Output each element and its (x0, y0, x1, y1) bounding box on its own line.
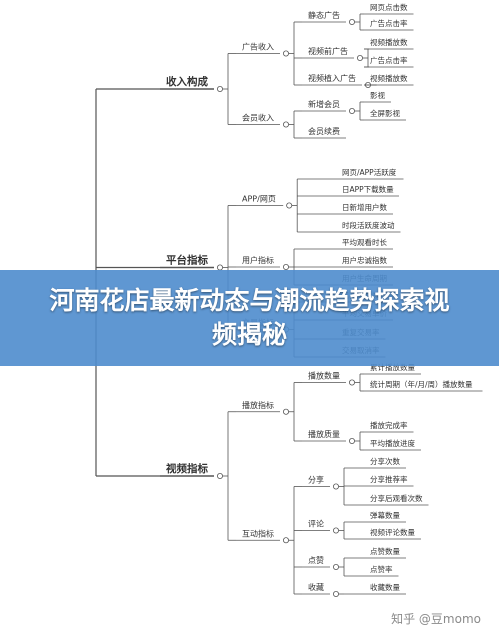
node-label: 广告收入 (242, 42, 274, 52)
node-label: 分享后观看次数 (370, 493, 423, 503)
node-label: 会员收入 (242, 113, 274, 123)
node-label: 用户指标 (242, 255, 274, 265)
node-label: 视频前广告 (308, 46, 348, 56)
node-label: 时段活跃度波动 (342, 220, 395, 230)
node-label: 点赞率 (370, 564, 393, 574)
node-label: 点赞 (308, 555, 324, 565)
node-label: 播放指标 (242, 400, 274, 410)
node-label: 视频植入广告 (308, 73, 356, 83)
node-label: 播放质量 (308, 429, 340, 439)
node-label: 影视 (370, 90, 385, 100)
node-label: 播放完成率 (370, 420, 408, 430)
node-label: 平均观看时长 (342, 237, 387, 247)
node-label: APP/网页 (242, 195, 276, 204)
node-label: 分享推荐率 (370, 474, 408, 484)
node-label: 统计周期（年/月/周）播放数量 (370, 379, 473, 389)
node-label: 广告点击率 (370, 18, 408, 28)
node-label: 静态广告 (308, 10, 340, 20)
collapse-circle-icon[interactable] (282, 263, 289, 270)
collapse-circle-icon[interactable] (348, 108, 355, 115)
collapse-circle-icon[interactable] (356, 55, 363, 62)
collapse-circle-icon[interactable] (216, 86, 223, 93)
node-label: 日APP下载数量 (342, 184, 394, 194)
node-label: 收入构成 (166, 75, 208, 88)
banner-title: 河南花店最新动态与潮流趋势探索视频揭秘 (49, 286, 450, 349)
node-label: 广告点击率 (370, 55, 408, 65)
node-label: 播放数量 (308, 371, 340, 381)
node-label: 点赞数量 (370, 546, 400, 556)
node-label: 视频评论数量 (370, 527, 415, 537)
node-label: 视频播放数 (370, 73, 408, 83)
node-label: 新增会员 (308, 99, 340, 109)
node-label: 累计播放数量 (370, 362, 415, 372)
node-label: 分享次数 (370, 456, 400, 466)
collapse-circle-icon[interactable] (282, 121, 289, 128)
node-label: 收藏 (308, 582, 324, 592)
collapse-circle-icon[interactable] (332, 527, 339, 534)
node-label: 弹幕数量 (370, 510, 400, 520)
node-label: 评论 (308, 519, 324, 529)
collapse-circle-icon[interactable] (348, 18, 355, 25)
node-label: 视频播放数 (370, 37, 408, 47)
node-label: 分享 (308, 475, 324, 485)
node-label: 日新增用户数 (342, 202, 387, 212)
node-label: 平均播放进度 (370, 438, 415, 448)
node-label: 会员续费 (308, 126, 340, 136)
collapse-circle-icon[interactable] (332, 591, 339, 598)
collapse-circle-icon[interactable] (332, 483, 339, 490)
collapse-circle-icon[interactable] (348, 379, 355, 386)
collapse-circle-icon[interactable] (286, 202, 293, 209)
node-label: 视频指标 (166, 462, 208, 475)
node-label: 网页/APP活跃度 (342, 167, 397, 177)
node-label: 全屏影视 (370, 108, 400, 118)
node-label: 互动指标 (242, 528, 274, 538)
node-label: 用户忠诚指数 (342, 255, 387, 265)
node-label: 平台指标 (166, 254, 208, 267)
collapse-circle-icon[interactable] (216, 472, 223, 479)
title-banner: 河南花店最新动态与潮流趋势探索视频揭秘 (0, 270, 499, 366)
node-label: 收藏数量 (370, 582, 400, 592)
collapse-circle-icon[interactable] (282, 50, 289, 57)
node-label: 网页点击数 (370, 2, 408, 12)
source-watermark: 知乎 @豆momo (391, 612, 481, 626)
collapse-circle-icon[interactable] (332, 564, 339, 571)
collapse-circle-icon[interactable] (348, 437, 355, 444)
collapse-circle-icon[interactable] (282, 537, 289, 544)
collapse-circle-icon[interactable] (282, 408, 289, 415)
